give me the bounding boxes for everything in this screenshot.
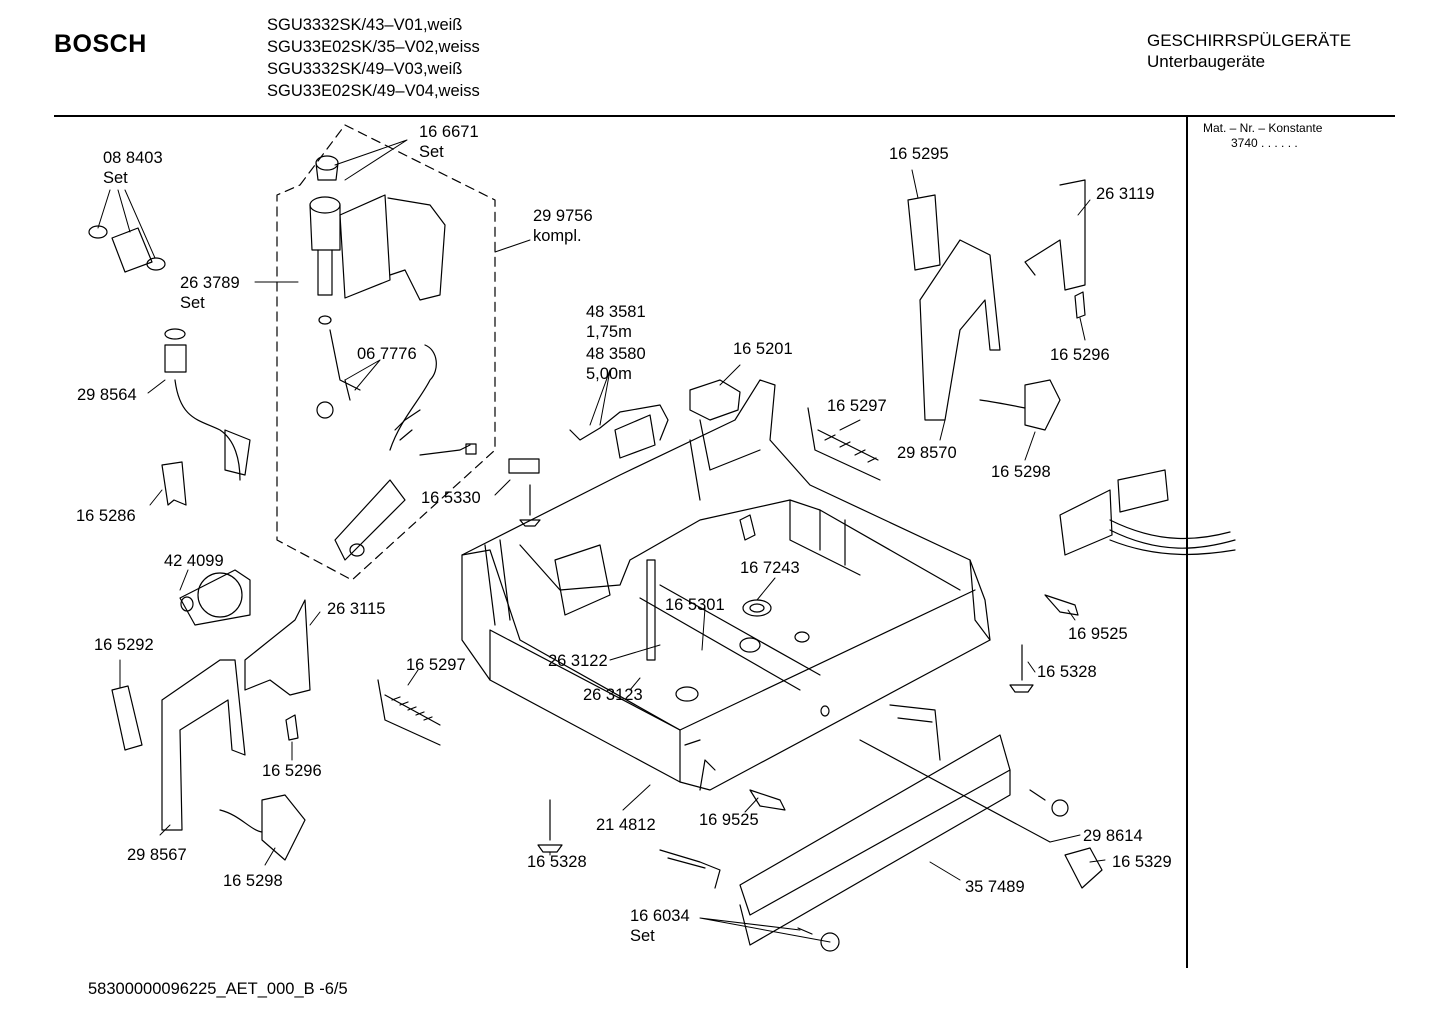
part-label: 29 8564 bbox=[77, 386, 137, 404]
model-list: SGU3332SK/43–V01,weiß SGU33E02SK/35–V02,… bbox=[267, 14, 480, 102]
part-label: 16 5298 bbox=[991, 463, 1051, 481]
screw-5330 bbox=[508, 458, 541, 527]
left-bracket bbox=[111, 599, 311, 831]
material-constant-value: 3740 . . . . . . bbox=[1231, 136, 1298, 150]
part-label: 16 5295 bbox=[889, 145, 949, 163]
part-label: 21 4812 bbox=[596, 816, 656, 834]
relay-box bbox=[689, 379, 741, 421]
part-label: 26 3123 bbox=[583, 686, 643, 704]
screw-5328-left bbox=[537, 799, 563, 853]
part-label: 26 3119 bbox=[1096, 185, 1155, 203]
model-line: SGU33E02SK/49–V04,weiss bbox=[267, 82, 480, 100]
part-label: 16 5330 bbox=[421, 489, 481, 507]
part-label: 16 9525 bbox=[1068, 625, 1128, 643]
part-label: 16 5297 bbox=[406, 656, 466, 674]
part-label: 16 5292 bbox=[94, 636, 154, 654]
screw-cap bbox=[820, 932, 840, 952]
hose-clamp-set bbox=[88, 225, 166, 273]
right-bracket bbox=[907, 194, 1001, 421]
part-label: 16 5296 bbox=[1050, 346, 1110, 364]
right-spring bbox=[807, 407, 881, 481]
part-label: 35 7489 bbox=[965, 878, 1025, 896]
part-label: 16 5298 bbox=[223, 872, 283, 890]
screw-6034 bbox=[797, 927, 813, 935]
right-motor bbox=[979, 379, 1061, 431]
model-line: SGU3332SK/49–V03,weiß bbox=[267, 60, 463, 78]
part-label: 16 5296 bbox=[262, 762, 322, 780]
control-rod bbox=[859, 739, 1051, 843]
part-label: 16 5328 bbox=[527, 853, 587, 871]
material-constant-title: Mat. – Nr. – Konstante bbox=[1203, 121, 1323, 135]
part-label: 16 5201 bbox=[733, 340, 793, 358]
material-constant: Mat. – Nr. – Konstante 3740 . . . . . . bbox=[1203, 121, 1322, 151]
header-divider bbox=[54, 115, 1395, 117]
pump-part bbox=[179, 569, 251, 626]
part-label: 26 3115 bbox=[327, 600, 386, 618]
category-title: GESCHIRRSPÜLGERÄTE bbox=[1147, 31, 1352, 50]
left-motor bbox=[219, 794, 306, 861]
part-label: 42 4099 bbox=[164, 552, 224, 570]
screw-5328-right bbox=[1009, 644, 1034, 693]
part-label: 26 3122 bbox=[548, 652, 608, 670]
part-label: 16 5328 bbox=[1037, 663, 1097, 681]
left-spring bbox=[377, 679, 441, 746]
side-divider bbox=[1186, 116, 1188, 968]
document-id: 58300000096225_AET_000_B -6/5 bbox=[88, 980, 348, 998]
screw-9525-left bbox=[749, 789, 786, 811]
category-subtitle: Unterbaugeräte bbox=[1147, 52, 1266, 71]
knob-cap bbox=[1051, 799, 1069, 817]
model-line: SGU3332SK/43–V01,weiß bbox=[267, 16, 463, 34]
screw-9525-right bbox=[1044, 594, 1079, 616]
assembly-outline bbox=[276, 124, 496, 581]
part-label: 06 7776 bbox=[357, 345, 417, 363]
base-tub bbox=[461, 379, 991, 791]
part-label: 16 9525 bbox=[699, 811, 759, 829]
small-screw bbox=[1029, 789, 1046, 801]
part-label: 29 8570 bbox=[897, 444, 957, 462]
category-block: GESCHIRRSPÜLGERÄTE Unterbaugeräte bbox=[1147, 30, 1351, 72]
part-label: 16 5329 bbox=[1112, 853, 1172, 871]
upper-right-bracket bbox=[1024, 179, 1086, 319]
hose-part bbox=[164, 328, 251, 481]
part-label: 29 8567 bbox=[127, 846, 187, 864]
brand-logo: BOSCH bbox=[54, 30, 147, 58]
drain-assembly bbox=[309, 155, 477, 561]
part-label: 16 5286 bbox=[76, 507, 136, 525]
wire-harness bbox=[1059, 469, 1236, 556]
front-panel bbox=[659, 704, 1011, 946]
model-line: SGU33E02SK/35–V02,weiss bbox=[267, 38, 480, 56]
part-label: 16 5301 bbox=[665, 596, 725, 614]
cable-part bbox=[569, 404, 669, 459]
knob-part bbox=[1064, 847, 1103, 889]
part-label: 16 7243 bbox=[740, 559, 800, 577]
part-label: 29 8614 bbox=[1083, 827, 1143, 845]
sensor-clip bbox=[161, 461, 187, 506]
part-label: 16 5297 bbox=[827, 397, 887, 415]
leader-lines bbox=[97, 139, 1106, 943]
